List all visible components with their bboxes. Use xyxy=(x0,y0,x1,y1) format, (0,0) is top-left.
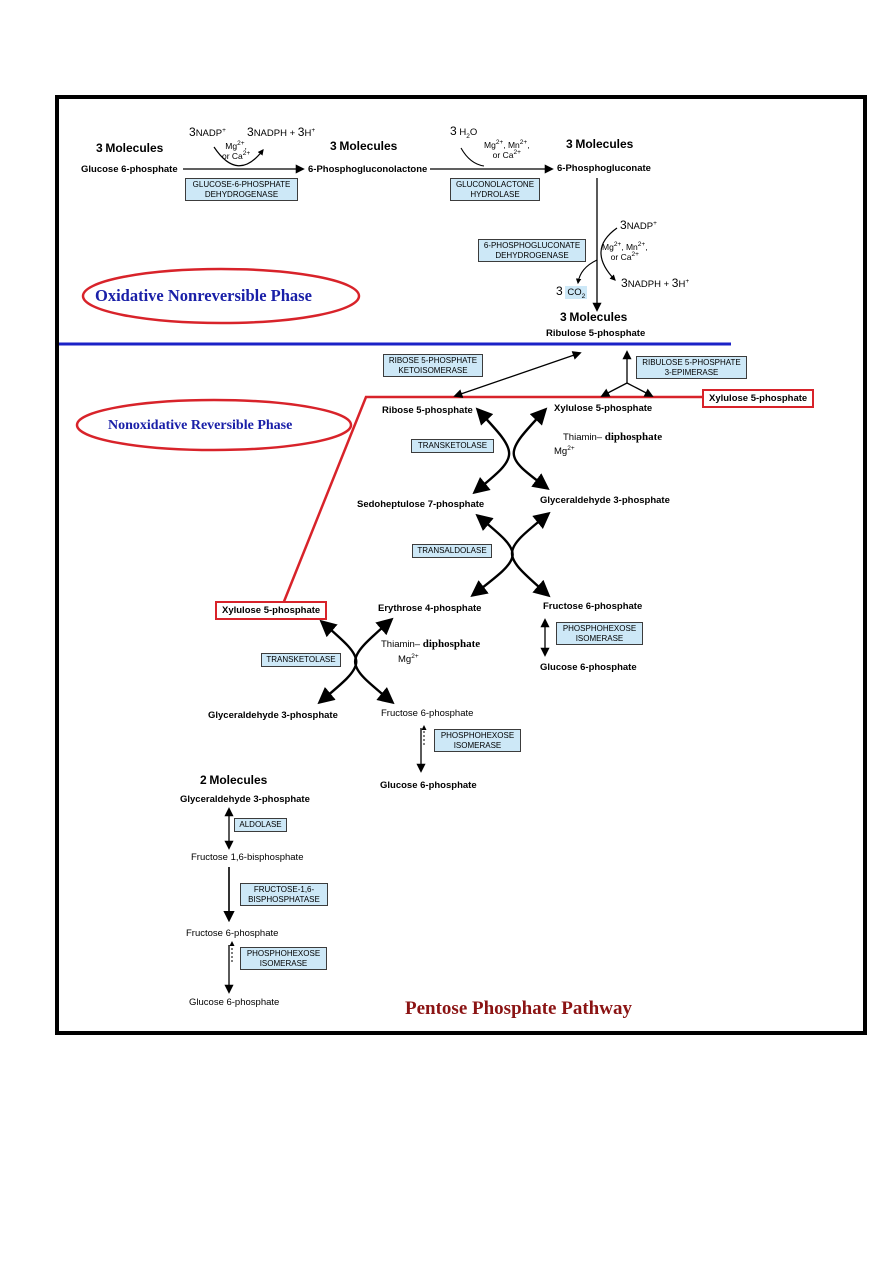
phase-oxidative: Oxidative Nonreversible Phase xyxy=(95,286,312,305)
cofactor-nadp-1: 3NADP+ xyxy=(189,125,226,139)
nonoxidative-ellipse xyxy=(75,398,353,452)
cofactor-mg-1: Mg2+,or Ca2+ xyxy=(222,140,251,161)
enzyme-transaldolase: TRANSALDOLASE xyxy=(412,544,492,558)
cofactor-thiamin-1: Thiamin– diphosphate xyxy=(563,431,663,444)
label-glyceraldehyde-3-phosphate-1: Glyceraldehyde 3-phosphate xyxy=(540,495,670,506)
cofactor-mg-mn-2: Mg2+, Mn2+,or Ca2+ xyxy=(602,241,648,262)
label-fructose-1-6-bisphosphate: Fructose 1,6-bisphosphate xyxy=(191,852,304,863)
cofactor-co2: 3 CO2 xyxy=(556,284,588,300)
enzyme-transketolase-1: TRANSKETOLASE xyxy=(411,439,494,453)
oxidative-ellipse xyxy=(81,267,361,325)
label-glucose-6-phosphate-2: Glucose 6-phosphate xyxy=(540,662,637,673)
label-fructose-6-phosphate-2: Fructose 6-phosphate xyxy=(381,708,474,719)
cofactor-nadph-1: 3NADPH + 3H+ xyxy=(247,125,316,139)
label-6-phosphogluconolactone: 6-Phosphogluconolactone xyxy=(308,164,428,175)
cofactor-nadp-2: 3NADP+ xyxy=(620,218,657,232)
label-glucose-6-phosphate-3: Glucose 6-phosphate xyxy=(380,780,477,791)
cofactor-mg-2: Mg2+ xyxy=(554,444,575,457)
label-erythrose-4-phosphate: Erythrose 4-phosphate xyxy=(378,603,482,614)
label-glyceraldehyde-3-phosphate-3: Glyceraldehyde 3-phosphate xyxy=(180,794,310,805)
label-sedoheptulose-7-phosphate: Sedoheptulose 7-phosphate xyxy=(357,499,485,510)
label-ribose-5-phosphate: Ribose 5-phosphate xyxy=(382,405,473,416)
label-xylulose-5-phosphate-boxed-2: Xylulose 5-phosphate xyxy=(215,601,328,620)
label-glyceraldehyde-3-phosphate-2: Glyceraldehyde 3-phosphate xyxy=(208,710,338,721)
label-glucose-6-phosphate-1: Glucose 6-phosphate xyxy=(81,164,178,175)
cofactor-nadph-2: 3NADPH + 3H+ xyxy=(621,276,690,290)
enzyme-aldolase: ALDOLASE xyxy=(234,818,287,832)
molecule-count-ru5p: 3 Molecules xyxy=(560,310,628,324)
label-fructose-6-phosphate-3: Fructose 6-phosphate xyxy=(186,928,279,939)
molecule-count-pg: 3 Molecules xyxy=(566,137,634,151)
diagram-frame xyxy=(55,95,867,1035)
cofactor-mg-mn-1: Mg2+, Mn2+,or Ca2+ xyxy=(484,139,530,160)
enzyme-fbpase: FRUCTOSE-1,6-BISPHOSPHATASE xyxy=(240,883,328,906)
label-6-phosphogluconate: 6-Phosphogluconate xyxy=(557,163,651,174)
cofactor-h2o: 3 H2O xyxy=(450,124,478,140)
molecule-count-g6p: 3 Molecules xyxy=(96,141,164,155)
label-xylulose-5-phosphate-1: Xylulose 5-phosphate xyxy=(554,403,653,414)
molecule-count-pgl: 3 Molecules xyxy=(330,139,398,153)
enzyme-transketolase-2: TRANSKETOLASE xyxy=(261,653,341,667)
label-xylulose-5-phosphate-boxed-1: Xylulose 5-phosphate xyxy=(702,389,815,408)
label-glucose-6-phosphate-4: Glucose 6-phosphate xyxy=(189,997,280,1008)
label-ribulose-5-phosphate: Ribulose 5-phosphate xyxy=(546,328,646,339)
cofactor-mg-3: Mg2+ xyxy=(398,652,419,665)
phase-nonoxidative: Nonoxidative Reversible Phase xyxy=(108,418,293,433)
diagram-title: Pentose Phosphate Pathway xyxy=(405,998,632,1019)
cofactor-thiamin-2: Thiamin– diphosphate xyxy=(381,638,481,651)
label-fructose-6-phosphate-1: Fructose 6-phosphate xyxy=(543,601,643,612)
molecule-count-gap: 2 Molecules xyxy=(200,773,268,787)
xylulose-link-line xyxy=(281,395,702,605)
